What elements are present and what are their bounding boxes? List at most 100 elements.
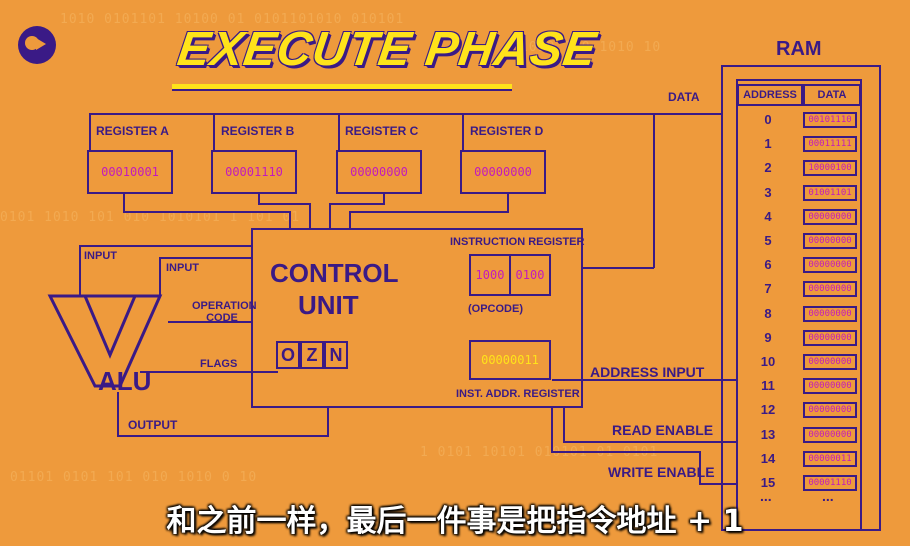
ram-data-value: 01001101 (803, 184, 857, 201)
ram-more-data: ... (822, 488, 834, 504)
ram-address: 8 (764, 305, 772, 321)
ram-data-value: 00000000 (803, 402, 857, 419)
ram-data-value: 00001110 (803, 475, 857, 491)
alu-label: ALU (98, 366, 152, 396)
instruction-register-label: INSTRUCTION REGISTER (450, 236, 585, 248)
ram-data-value: 00000000 (803, 426, 857, 443)
register-d-box: 00000000 (460, 150, 546, 194)
ram-row: 9 00000000 (737, 326, 861, 350)
ram-address: 4 (764, 208, 772, 224)
instruction-address-value: 0100 (515, 268, 545, 282)
ram-address: 11 (761, 378, 775, 394)
ram-row: 15 00001110 (737, 471, 861, 495)
ram-row: 7 00000000 (737, 277, 861, 301)
ram-address: 10 (760, 354, 776, 369)
ram-address: 3 (764, 184, 772, 200)
ram-address: 12 (760, 402, 776, 418)
ram-row: 1 00011111 (737, 132, 861, 156)
inst-addr-register-label: INST. ADDR. REGISTER (456, 388, 580, 400)
ram-address: 14 (760, 450, 776, 466)
ram-address: 5 (764, 233, 772, 248)
address-input-label: ADDRESS INPUT (590, 364, 705, 380)
register-d-value: 00000000 (474, 165, 532, 179)
alu-input1-label: INPUT (84, 250, 117, 262)
ram-address: 15 (760, 475, 776, 490)
ram-data-value: 00000000 (803, 305, 857, 322)
register-c-value: 00000000 (350, 165, 408, 179)
ram-row: 0 00101110 (737, 108, 861, 132)
ram-address: 2 (764, 160, 772, 176)
ram-row: 8 00000000 (737, 302, 861, 326)
instruction-register-divider (509, 256, 511, 294)
register-b-label: REGISTER B (221, 124, 295, 138)
ram-data-value: 00000000 (803, 257, 857, 274)
inst-addr-register-box: 00000011 (469, 340, 551, 380)
opcode-caption: (OPCODE) (468, 303, 523, 315)
ram-row: 2 10000100 (737, 156, 861, 180)
ram-row: 4 00000000 (737, 205, 861, 229)
alu-output-label: OUTPUT (128, 418, 178, 432)
ram-data-value: 00011111 (803, 136, 857, 153)
register-a-value: 00010001 (101, 165, 159, 179)
ram-data-value: 00101110 (803, 112, 857, 128)
bg-binary: 1010 1 0 1010 10 (520, 40, 662, 55)
ram-more-addr: ... (760, 488, 772, 504)
ram-data-value: 10000100 (803, 160, 857, 177)
ram-data-value: 00000000 (803, 329, 857, 346)
ram-row: 14 00000011 (737, 447, 861, 471)
instruction-opcode-value: 1000 (475, 268, 505, 282)
register-d-label: REGISTER D (470, 124, 544, 138)
ram-title: RAM (776, 38, 822, 60)
flag-negative: N (324, 341, 348, 369)
pbs-logo-icon (18, 26, 56, 64)
ram-row: 5 00000000 (737, 229, 861, 253)
ram-data-value: 00000000 (803, 378, 857, 395)
register-b-box: 00001110 (211, 150, 297, 194)
control-unit-box (251, 228, 583, 408)
read-enable-label: READ ENABLE (612, 422, 714, 438)
control-unit-label-line2: UNIT (298, 290, 359, 320)
flag-registers: O Z N (276, 341, 348, 369)
ram-row: 10 00000000 (737, 350, 861, 374)
flag-overflow: O (276, 341, 300, 369)
instruction-register-box: 1000 0100 (469, 254, 551, 296)
ram-address: 13 (760, 426, 776, 442)
ram-address: 0 (764, 112, 772, 127)
ram-row: 13 00000000 (737, 423, 861, 447)
ram-address: 9 (764, 329, 772, 345)
title-underline (172, 84, 512, 91)
ram-address: 1 (764, 136, 772, 152)
ram-address: 6 (764, 257, 772, 273)
ram-address: 7 (764, 281, 772, 297)
register-a-label: REGISTER A (96, 124, 169, 138)
register-c-label: REGISTER C (345, 124, 419, 138)
ram-data-value: 00000000 (803, 281, 857, 298)
ram-data-value: 00000000 (803, 233, 857, 249)
control-unit-label-line1: CONTROL (270, 258, 399, 288)
alu-flags-label: FLAGS (200, 358, 238, 370)
inst-addr-register-value: 00000011 (481, 353, 539, 367)
bg-binary: 1010 0101101 10100 01 0101101010 010101 (60, 12, 405, 27)
bg-binary: 0101 1010 101 010 1010101 1 101 01 (0, 210, 301, 225)
bg-binary: 1 0101 10101 010101 01 0101 (420, 445, 659, 460)
ram-data-value: 00000000 (803, 354, 857, 370)
register-a-box: 00010001 (87, 150, 173, 194)
ram-row: 3 01001101 (737, 181, 861, 205)
flag-zero: Z (300, 341, 324, 369)
ram-col-address: ADDRESS (737, 84, 803, 106)
subtitle-caption: 和之前一样，最后一件事是把指令地址 + 1 (166, 504, 744, 539)
ram-data-value: 00000000 (803, 208, 857, 225)
ram-header: ADDRESS DATA (737, 84, 861, 106)
ram-data-value: 00000011 (803, 450, 857, 467)
data-bus-label: DATA (668, 90, 700, 104)
ram-row: 11 00000000 (737, 374, 861, 398)
alu-input2-label: INPUT (166, 262, 199, 274)
ram-row: 6 00000000 (737, 253, 861, 277)
register-c-box: 00000000 (336, 150, 422, 194)
bg-binary: 01101 0101 101 010 1010 0 10 (10, 470, 258, 485)
ram-col-data: DATA (803, 84, 861, 106)
register-b-value: 00001110 (225, 165, 283, 179)
write-enable-label: WRITE ENABLE (608, 464, 715, 480)
